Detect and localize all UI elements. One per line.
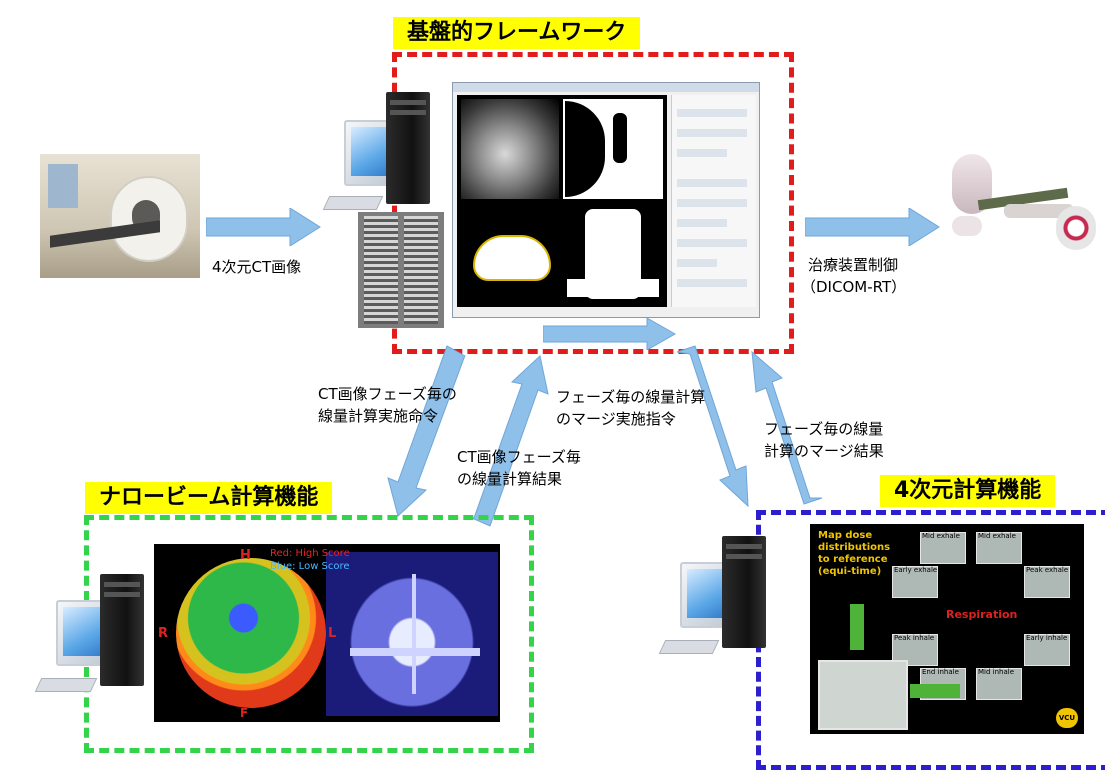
ct-to-framework-arrow [206, 208, 322, 246]
merge-cmd-arrow [676, 345, 749, 508]
internal-flow-arrow [543, 318, 677, 350]
legend-blue: Blue: Low Score [270, 561, 350, 572]
tile-label: Mid exhale [922, 532, 960, 540]
ct-scanner-photo [40, 154, 200, 278]
merge-cmd-label-1: フェーズ毎の線量計算 [556, 388, 706, 406]
tile-peak-exhale [1024, 566, 1070, 598]
vcu-badge: VCU [1056, 708, 1078, 728]
map-title-3: to reference [818, 554, 888, 565]
tile-early-exhale [892, 566, 938, 598]
treatment-robot-image [944, 134, 1100, 260]
four-d-title: 4次元計算機能 [880, 475, 1056, 507]
control-label-1: 治療装置制御 [808, 256, 899, 274]
green-arrow-left [850, 604, 864, 650]
planning-software-screenshot [452, 82, 760, 318]
framework-to-robot-arrow [805, 208, 941, 246]
tile-early-inhale [1024, 634, 1070, 666]
tile-label: Mid inhale [978, 668, 1015, 676]
tile-label: Peak exhale [1026, 566, 1069, 574]
ct-input-label: 4次元CT画像 [212, 258, 302, 276]
result-from-narrow-arrow [471, 355, 549, 527]
map-title-2: distributions [818, 542, 891, 553]
tile-label: Early inhale [1026, 634, 1068, 642]
control-label-2: （DICOM-RT） [801, 278, 907, 296]
tile-label: Early exhale [894, 566, 938, 574]
result-label-1: CT画像フェーズ毎 [457, 448, 581, 466]
merge-result-label-2: 計算のマージ結果 [764, 442, 884, 460]
tile-mid-exhale-2 [976, 532, 1022, 564]
beam-label-h: H [240, 548, 251, 563]
tile-label: Mid exhale [978, 532, 1016, 540]
merge-result-arrow [751, 350, 823, 505]
tile-label: Peak inhale [894, 634, 935, 642]
respiration-label: Respiration [946, 608, 1018, 621]
server-rack-image [358, 212, 444, 328]
narrow-beam-title: ナロービーム計算機能 [85, 482, 333, 514]
beam-label-l: L [328, 626, 337, 641]
map-title-4: (equi-time) [818, 566, 882, 577]
four-d-dose-map-image: Map dose distributions to reference (equ… [810, 524, 1084, 734]
green-arrow-bottom [910, 684, 960, 698]
beam-score-image: H R L F Red: High Score Blue: Low Score [154, 544, 500, 722]
legend-red: Red: High Score [270, 548, 350, 559]
beam-label-f: F [240, 706, 249, 720]
merge-result-label-1: フェーズ毎の線量 [764, 420, 884, 438]
result-label-2: の線量計算結果 [457, 470, 563, 488]
framework-title: 基盤的フレームワーク [393, 17, 641, 49]
reference-lung-image [818, 660, 908, 730]
cmd-label-2: 線量計算実施命令 [318, 407, 439, 425]
cmd-to-narrow-arrow [387, 345, 466, 517]
beam-label-r: R [158, 626, 169, 641]
merge-cmd-label-2: のマージ実施指令 [556, 410, 676, 428]
tile-label: End inhale [922, 668, 959, 676]
tile-mid-inhale [976, 668, 1022, 700]
diagonal-arrows [387, 345, 823, 527]
tile-mid-exhale-1 [920, 532, 966, 564]
cmd-label-1: CT画像フェーズ毎の [318, 385, 457, 403]
map-title-1: Map dose [818, 530, 873, 541]
